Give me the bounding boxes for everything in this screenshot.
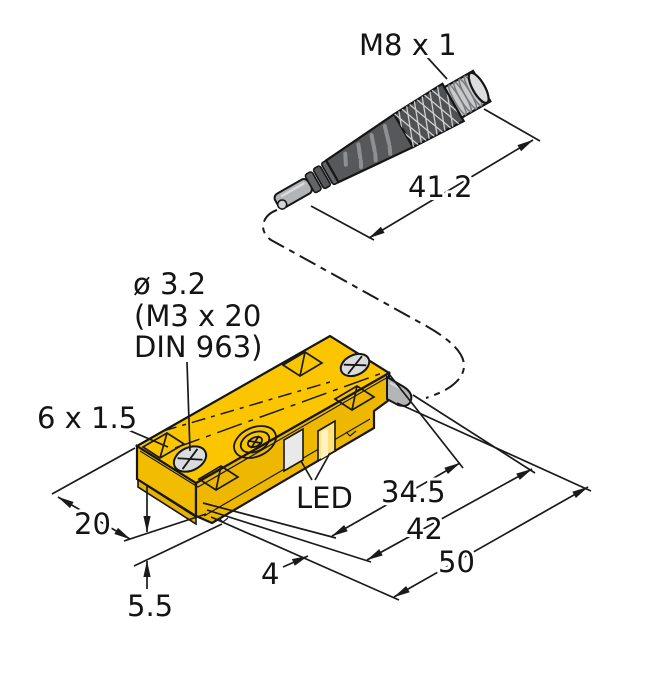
ext-50-right <box>396 402 592 492</box>
left-base-plate <box>137 478 197 526</box>
label-connector-length: 41.2 <box>408 170 473 204</box>
label-step: 4 <box>261 557 279 591</box>
screw-icon <box>172 445 208 473</box>
cable-stub-highlight <box>280 182 306 198</box>
label-hole-dia-1: ø 3.2 <box>133 267 206 301</box>
hole-leader <box>186 361 191 452</box>
led-leader-2 <box>314 452 331 481</box>
dim-412 <box>368 139 534 239</box>
slot-leader <box>125 428 169 448</box>
label-dim-50: 50 <box>438 545 475 579</box>
ext-20-lower <box>123 513 207 542</box>
ext-20-upper <box>51 447 136 495</box>
top-rim-line <box>139 376 389 488</box>
extension-lines <box>51 56 592 601</box>
label-height: 5.5 <box>127 589 173 623</box>
label-led: LED <box>296 481 353 515</box>
label-slot: 6 x 1.5 <box>37 401 137 435</box>
cable-curve <box>262 209 466 399</box>
cable-exit <box>386 375 413 407</box>
tip-end-cap <box>467 71 490 104</box>
led-leader-1 <box>300 460 313 481</box>
m8-leader <box>426 56 448 80</box>
ext-412-right <box>483 108 541 142</box>
label-dim-42: 42 <box>406 512 443 546</box>
ext-42-left <box>206 509 372 563</box>
label-dim-345: 34.5 <box>381 475 446 509</box>
screw-icon <box>339 352 371 378</box>
sensor-body <box>134 334 413 526</box>
ext-412-left <box>310 205 375 241</box>
knurled-ring <box>392 82 466 149</box>
ref-55-lower <box>133 523 223 567</box>
label-hole-dia-3: DIN 963) <box>134 330 262 364</box>
ext-345-right <box>388 373 464 469</box>
foot-notch-right <box>345 430 357 437</box>
dim-20 <box>57 496 131 540</box>
dimension-lines <box>57 139 589 598</box>
led-window-gray <box>283 427 304 473</box>
ext-345-left <box>202 502 337 539</box>
label-width: 20 <box>74 507 111 541</box>
ext-42-right <box>412 394 536 474</box>
cable-cross-section <box>276 199 288 210</box>
label-connector-thread: M8 x 1 <box>359 28 457 62</box>
dim-50 <box>393 486 589 598</box>
centerline-b <box>174 371 386 449</box>
dim-4-arrow <box>282 555 309 568</box>
label-hole-dia-2: (M3 x 20 <box>134 299 261 333</box>
led-glow-highlight <box>321 428 328 459</box>
sensing-face-icon <box>233 425 277 459</box>
